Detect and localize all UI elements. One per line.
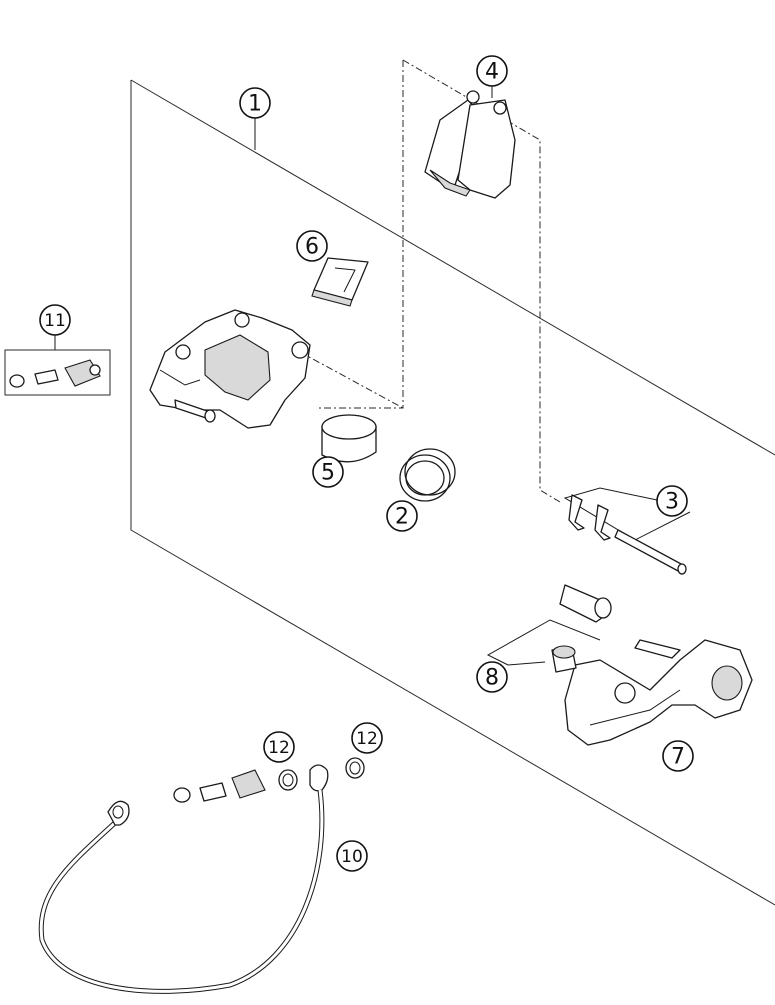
brake-hose [38, 764, 329, 994]
callout-8-label: 8 [485, 666, 499, 691]
callout-1: 1 [239, 87, 271, 119]
callout-4: 4 [476, 55, 508, 87]
callout-2-label: 2 [395, 505, 409, 530]
callout-11-label: 11 [44, 311, 66, 331]
bracket-bolts [551, 584, 612, 673]
caliper-bracket [564, 639, 753, 746]
callout-12-right: 12 [351, 722, 383, 754]
bleed-kit [4, 349, 111, 396]
callout-6: 6 [296, 230, 328, 262]
pad-spring [311, 257, 369, 307]
callout-11: 11 [39, 304, 71, 336]
callout-5: 5 [312, 456, 344, 488]
callout-6-label: 6 [305, 235, 319, 260]
callout-3-label: 3 [665, 490, 679, 515]
callout-10-label: 10 [341, 847, 363, 867]
assembly-frame [130, 79, 775, 906]
callout-2: 2 [386, 500, 418, 532]
pins-and-clips [568, 494, 687, 575]
callout-4-label: 4 [485, 60, 499, 85]
callout-8: 8 [476, 661, 508, 693]
piston [321, 414, 377, 463]
seal-rings [399, 448, 456, 502]
callout-7: 7 [662, 740, 694, 772]
washers [278, 757, 365, 791]
callout-12-right-label: 12 [356, 729, 378, 749]
caliper-body [149, 309, 311, 429]
callout-7-label: 7 [671, 745, 685, 770]
leader-lines [54, 86, 691, 666]
callout-12-left-label: 12 [268, 738, 290, 758]
callout-10: 10 [336, 840, 368, 872]
callout-3: 3 [656, 485, 688, 517]
callout-1-label: 1 [248, 92, 262, 117]
callout-12-left: 12 [263, 731, 295, 763]
banjo-fittings [173, 769, 266, 803]
callout-5-label: 5 [321, 461, 335, 486]
brake-pads [424, 90, 516, 199]
